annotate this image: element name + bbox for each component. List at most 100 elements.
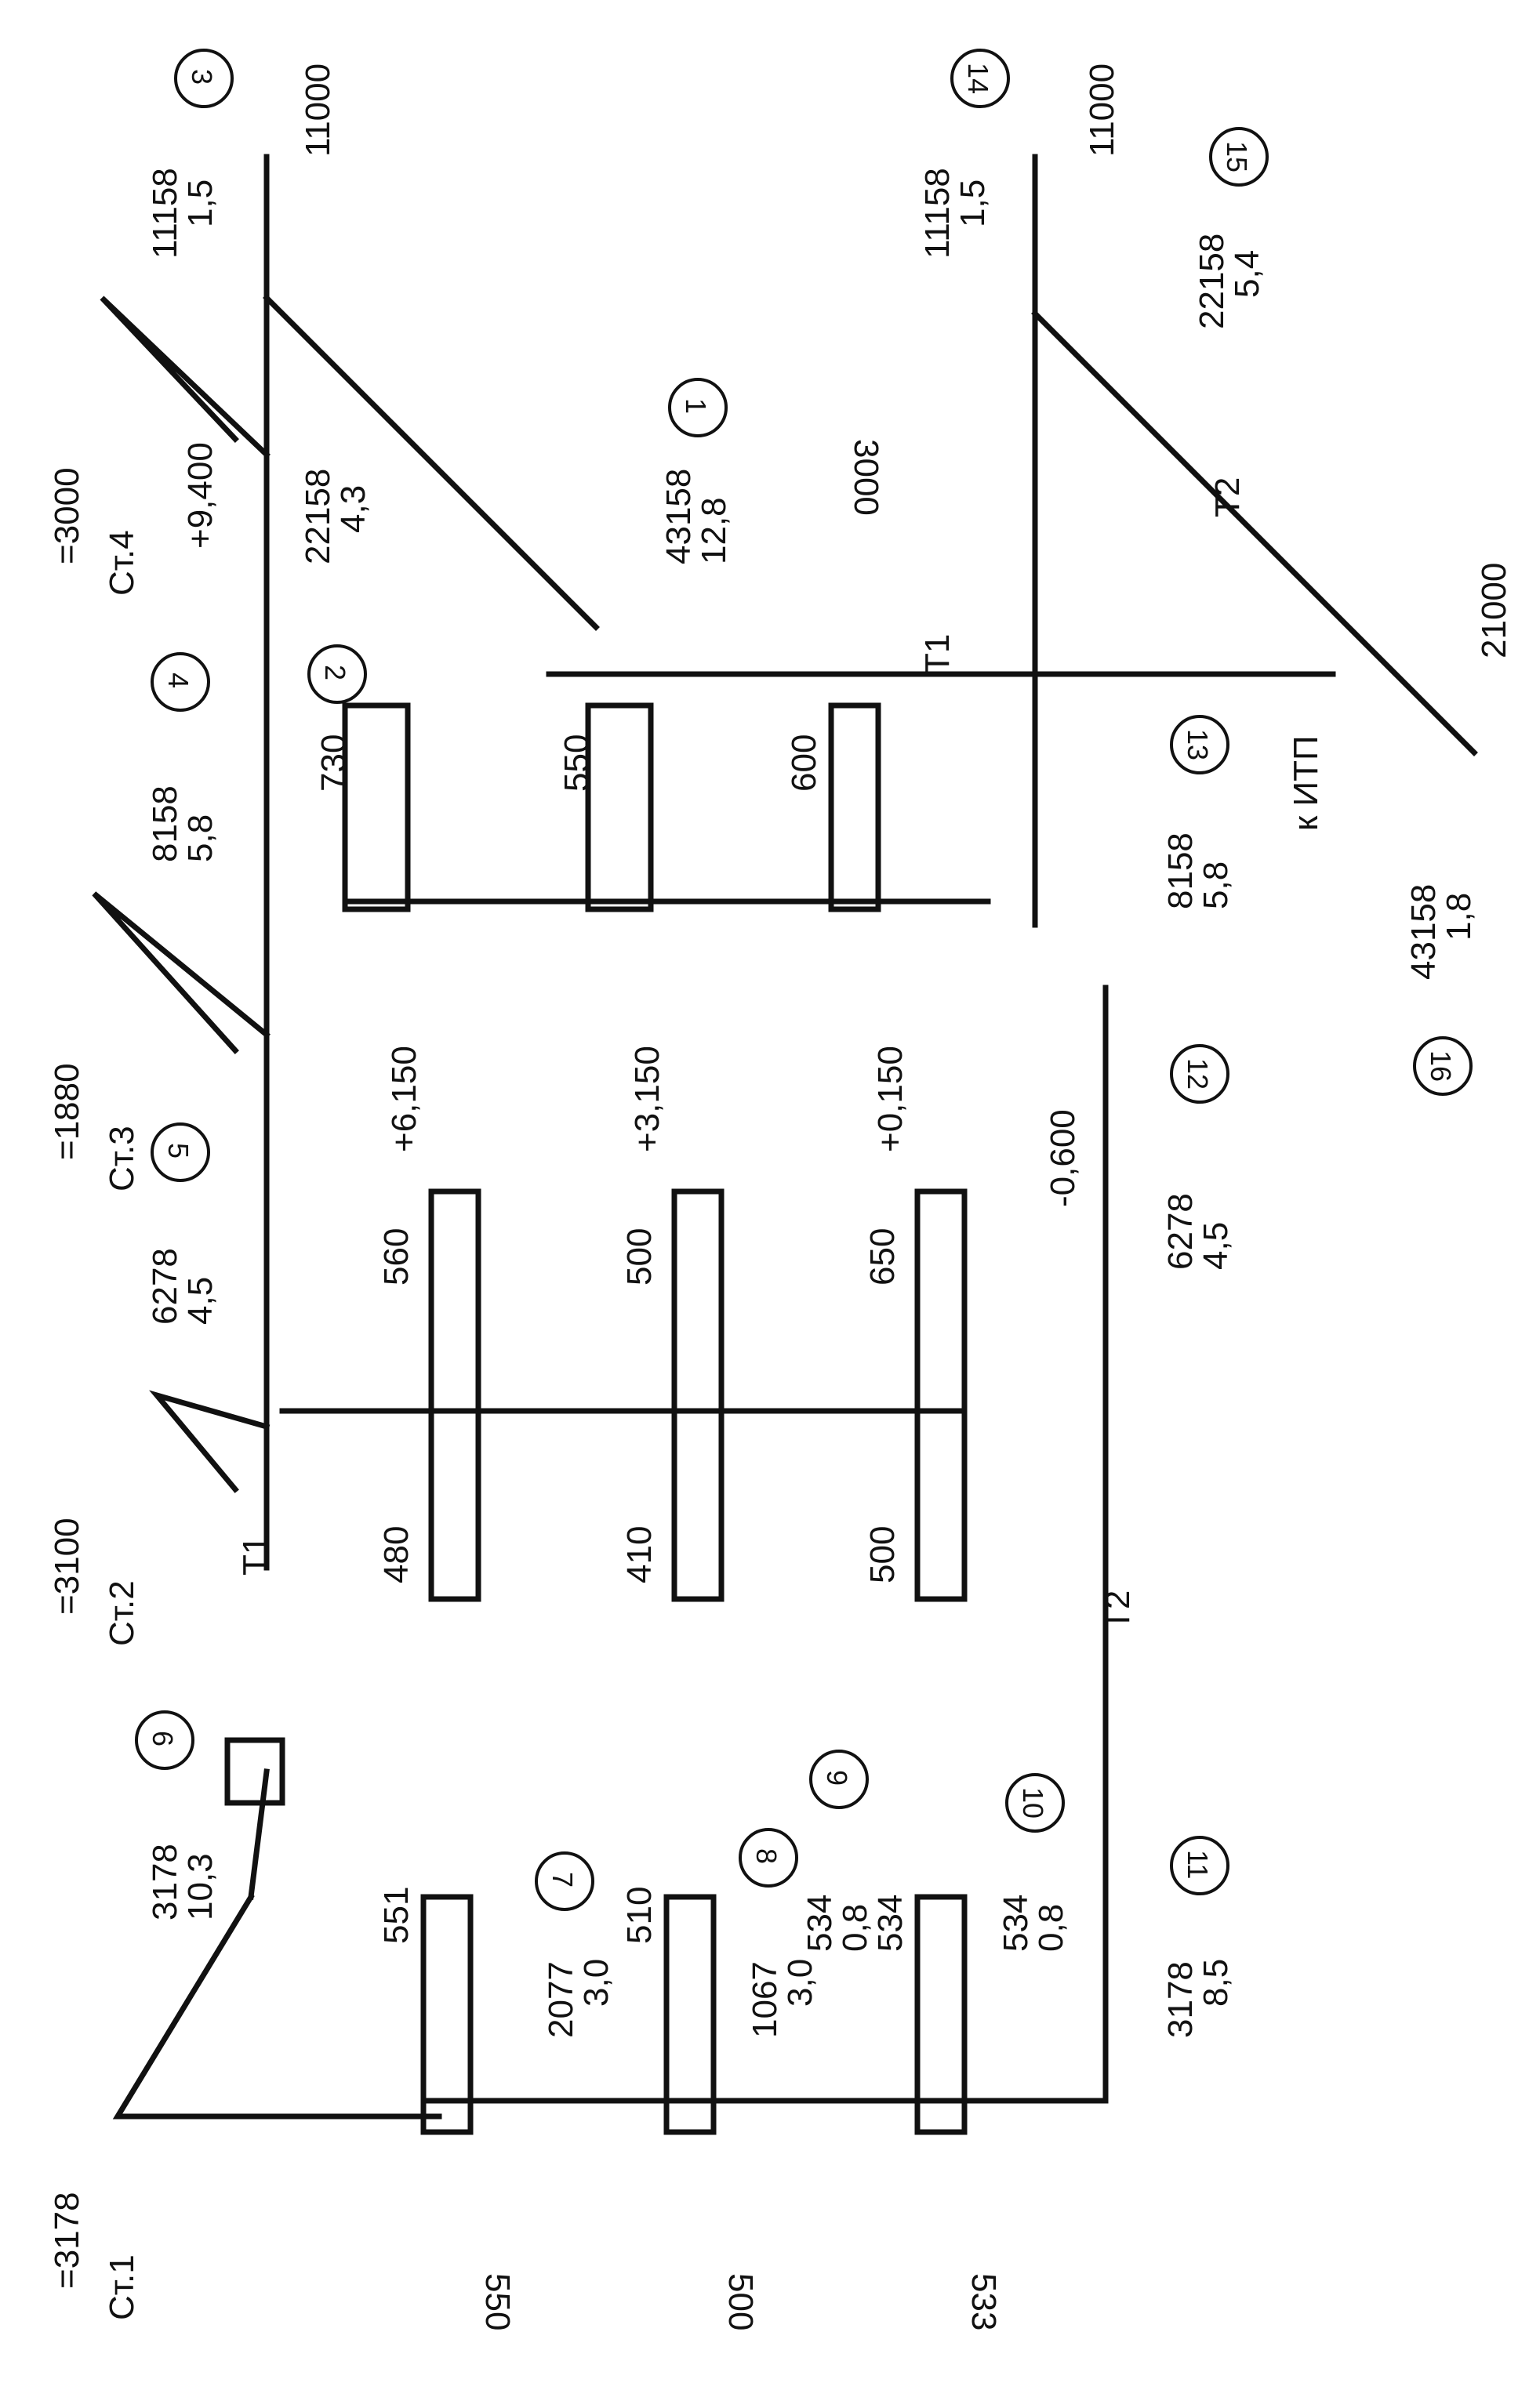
radiator-label: 500 (721, 2273, 760, 2330)
radiator-label: 730 (314, 734, 353, 792)
radiator (828, 702, 881, 912)
radiator-label: 500 (620, 1228, 659, 1286)
consumer-q-st1: =3178 (48, 2192, 86, 2289)
section-bottom: 3,0 (781, 1959, 819, 2007)
section-top: 11158 (918, 168, 957, 259)
pipe-label-t2: Т2 (1099, 1590, 1137, 1630)
heat-exchanger (224, 1737, 285, 1806)
radiator (914, 1188, 968, 1602)
circle-label-12: 12 (1182, 1058, 1214, 1090)
circle-7 (535, 1851, 594, 1911)
radiator (585, 702, 654, 912)
section-top: 43158 (1404, 884, 1443, 980)
circle-label-3: 3 (186, 69, 218, 85)
radiator-label: 533 (964, 2273, 1003, 2330)
section-bottom: 5,4 (1228, 250, 1266, 298)
circle-label-2: 2 (319, 665, 351, 680)
circle-label-13: 13 (1182, 729, 1214, 760)
radiator (420, 1894, 474, 2135)
circle-4 (151, 652, 210, 712)
section-top: 43158 (659, 469, 698, 564)
circle-5 (151, 1122, 210, 1182)
section-bottom: 12,8 (695, 497, 733, 564)
main-diagonal-2 (263, 294, 600, 631)
consumer-label-st4: Ст.4 (103, 530, 141, 596)
section-top: 22158 (299, 469, 337, 564)
section-bottom: 1,5 (181, 180, 220, 227)
section-top: 8158 (146, 785, 184, 862)
section-bottom: 5,8 (181, 814, 220, 862)
section-top: 534 (997, 1895, 1035, 1952)
section-bottom: 1,5 (953, 180, 992, 227)
radiator (663, 1894, 717, 2135)
radiator-label: 550 (557, 734, 596, 792)
circle-10 (1005, 1773, 1065, 1833)
section-top: 6278 (146, 1248, 184, 1325)
radiator-label: 560 (377, 1228, 416, 1286)
circle-label-11: 11 (1182, 1850, 1214, 1879)
section-bottom: 0,8 (1032, 1904, 1070, 1952)
radiator-label: 480 (377, 1526, 416, 1583)
section-top: 22158 (1193, 234, 1231, 329)
section-top: 21000 (1475, 563, 1513, 658)
section-bottom: 3,0 (577, 1959, 616, 2007)
section-top: 11158 (146, 168, 184, 259)
circle-label-7: 7 (547, 1872, 579, 1888)
radiator (914, 1894, 968, 2135)
section-top: 534 (801, 1895, 839, 1952)
circle-label-5: 5 (162, 1143, 194, 1159)
section-bottom: 1,8 (1440, 893, 1478, 941)
radiator-label: 650 (863, 1228, 902, 1286)
circle-16 (1413, 1036, 1473, 1096)
section-top: 3178 (1161, 1961, 1200, 2038)
section-bottom: 4,5 (181, 1277, 220, 1325)
circle-13 (1170, 715, 1229, 774)
section-top: 534 (871, 1895, 910, 1952)
supply-branch-st1 (248, 1768, 270, 1900)
radiator-label: 3000 (847, 439, 885, 516)
radiator (671, 1188, 725, 1602)
radiator-label: 510 (620, 1887, 659, 1944)
level-label: +6,150 (385, 1046, 423, 1152)
circle-label-14: 14 (962, 63, 994, 94)
circle-9 (809, 1750, 869, 1809)
consumer-q-st4: =3000 (48, 467, 86, 564)
radiator-label: 551 (377, 1887, 416, 1944)
branch-st4 (100, 296, 271, 459)
section-top: 8158 (1161, 832, 1200, 909)
level-label: +9,400 (181, 442, 220, 549)
pipe-label-t2-diagonal: Т2 (1208, 477, 1247, 517)
section-top: 11000 (1083, 63, 1121, 157)
circle-1 (668, 378, 728, 437)
consumer-q-st3: =1880 (48, 1063, 86, 1160)
circle-14 (950, 49, 1010, 108)
circle-label-4: 4 (162, 673, 194, 688)
circle-label-15: 15 (1221, 141, 1253, 172)
level-label: +0,150 (871, 1046, 910, 1152)
section-top: 1067 (746, 1961, 784, 2038)
branch-st1 (112, 1893, 442, 2120)
circle-12 (1170, 1044, 1229, 1104)
radiator-label: 500 (863, 1526, 902, 1583)
pipe-label-t1-horizontal: Т1 (918, 634, 957, 674)
consumer-label-st3: Ст.3 (103, 1126, 141, 1191)
circle-15 (1209, 127, 1269, 187)
main-t2-diagonal (1031, 310, 1478, 756)
pipe-label-itp: к ИТП (1287, 735, 1325, 831)
branch-st2 (149, 1390, 271, 1493)
circle-label-1: 1 (680, 398, 712, 414)
radiator (428, 1188, 481, 1602)
section-bottom: 5,8 (1197, 861, 1235, 909)
branch-st3 (92, 891, 271, 1054)
section-bottom: 4,3 (334, 485, 372, 533)
circle-11 (1170, 1836, 1229, 1895)
section-top: 3178 (146, 1844, 184, 1920)
level-label: +3,150 (628, 1046, 666, 1152)
radiator (342, 702, 411, 912)
section-top: 2077 (542, 1961, 580, 2038)
section-bottom: 4,5 (1197, 1222, 1235, 1270)
circle-label-6: 6 (147, 1731, 179, 1746)
circle-2 (307, 644, 367, 704)
radiator-label: 410 (620, 1526, 659, 1583)
